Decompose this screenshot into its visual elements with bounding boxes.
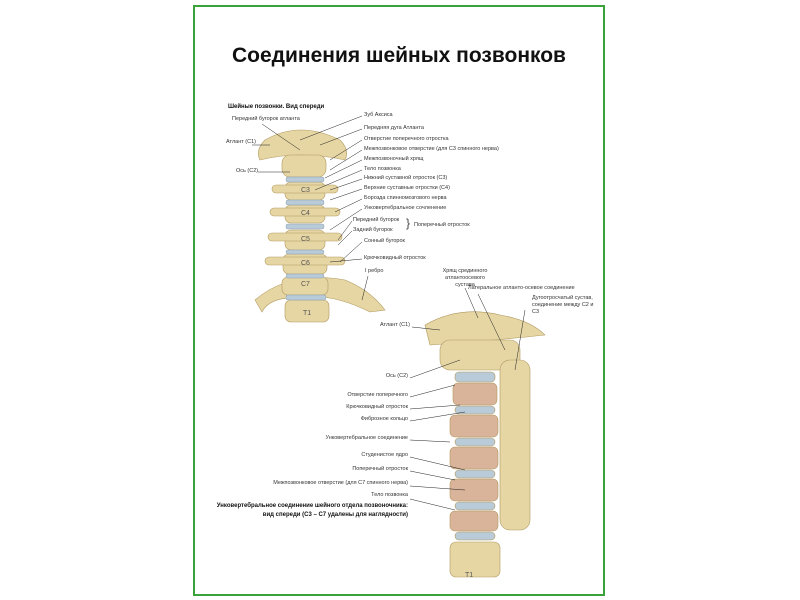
label-section-axis: Ось (C2) bbox=[385, 373, 408, 379]
axis bbox=[281, 154, 327, 178]
label-transverse-foramen: Отверстие поперечного отростка bbox=[364, 136, 449, 142]
label-section-uncinate: Крючковидный отросток bbox=[346, 404, 408, 410]
label-first-rib: I ребро bbox=[365, 268, 384, 274]
label-superior-articular-c4: Верхние суставные отростки (C4) bbox=[364, 185, 450, 191]
label-lateral-atlantoaxial-joint: Латеральное атланто-осевое соединение bbox=[468, 285, 575, 291]
label-section-transverse-foramen: Отверстие поперечного bbox=[347, 392, 408, 398]
poster-frame bbox=[193, 5, 605, 596]
label-uncovertebral-joint: Унковертебральное сочленение bbox=[364, 205, 447, 211]
brace: } bbox=[406, 216, 411, 230]
label-intervertebral-foramen-c3: Межпозвонковое отверстие (для C3 спинног… bbox=[364, 146, 499, 152]
label-transverse-process: Поперечный отросток bbox=[414, 222, 470, 228]
vertebra-c7: C7 bbox=[301, 281, 310, 288]
caption-line-2: вид спереди (C3 – C7 удалены для наглядн… bbox=[262, 512, 408, 518]
caption-line-1: Унковертебральное соединение шейного отд… bbox=[216, 503, 408, 509]
label-axis: Ось (C2) bbox=[236, 168, 259, 174]
front-discs bbox=[285, 176, 327, 301]
label-posterior-tubercle: Задний бугорок bbox=[353, 227, 393, 233]
label-annulus-fibrosus: Фиброзное кольцо bbox=[360, 416, 408, 422]
label-section-uncovertebral: Унковертебральное соединение bbox=[325, 435, 408, 441]
label-atlas: Атлант (C1) bbox=[226, 139, 256, 145]
label-anterior-tubercle: Передний бугорок bbox=[353, 217, 400, 223]
vertebra-t1: T1 bbox=[303, 310, 312, 317]
label-vertebral-body: Тело позвонка bbox=[364, 166, 401, 172]
label-dens: Зуб Аксиса bbox=[364, 112, 393, 118]
label-section-atlas: Атлант (C1) bbox=[380, 322, 410, 328]
section-spine-illustration bbox=[424, 311, 546, 578]
vertebra-c3: C3 bbox=[301, 187, 310, 194]
label-intervertebral-foramen-c7: Межпозвонковое отверстие (для C7 спинног… bbox=[273, 480, 408, 486]
label-inferior-articular-c3: Нижний суставной отросток (C3) bbox=[364, 175, 448, 181]
label-intervertebral-disc: Межпозвоночный хрящ bbox=[364, 156, 424, 162]
label-median-atlantoaxial-cartilage: Хрящ срединного атлантоосевого сустава bbox=[442, 268, 488, 288]
label-uncinate-process: Крючковидный отросток bbox=[364, 255, 426, 261]
label-facet-joint-c2-c3: Дугоотросчатый сустав, соединение между … bbox=[532, 295, 594, 315]
label-nucleus-pulposus: Студенистое ядро bbox=[361, 452, 408, 458]
vertebra-c6: C6 bbox=[301, 260, 310, 267]
poster-title: Соединения шейных позвонков bbox=[232, 44, 566, 67]
atlas bbox=[258, 129, 347, 161]
vertebra-c4: C4 bbox=[301, 210, 310, 217]
label-spinal-nerve-groove: Борозда спинномозгового нерва bbox=[364, 195, 447, 201]
section-vertebra-t1: T1 bbox=[465, 572, 474, 579]
label-anterior-tubercle-atlas: Передний бугорок атланта bbox=[232, 116, 300, 122]
front-view-heading: Шейные позвонки. Вид спереди bbox=[228, 104, 325, 110]
label-anterior-arch: Передняя дуга Атланта bbox=[364, 125, 424, 131]
vertebra-c5: C5 bbox=[301, 236, 310, 243]
leader-lines bbox=[252, 115, 526, 511]
label-section-vertebral-body: Тело позвонка bbox=[371, 492, 408, 498]
label-section-transverse-process: Поперечный отросток bbox=[352, 466, 408, 472]
label-carotid-tubercle: Сонный бугорок bbox=[364, 238, 405, 244]
